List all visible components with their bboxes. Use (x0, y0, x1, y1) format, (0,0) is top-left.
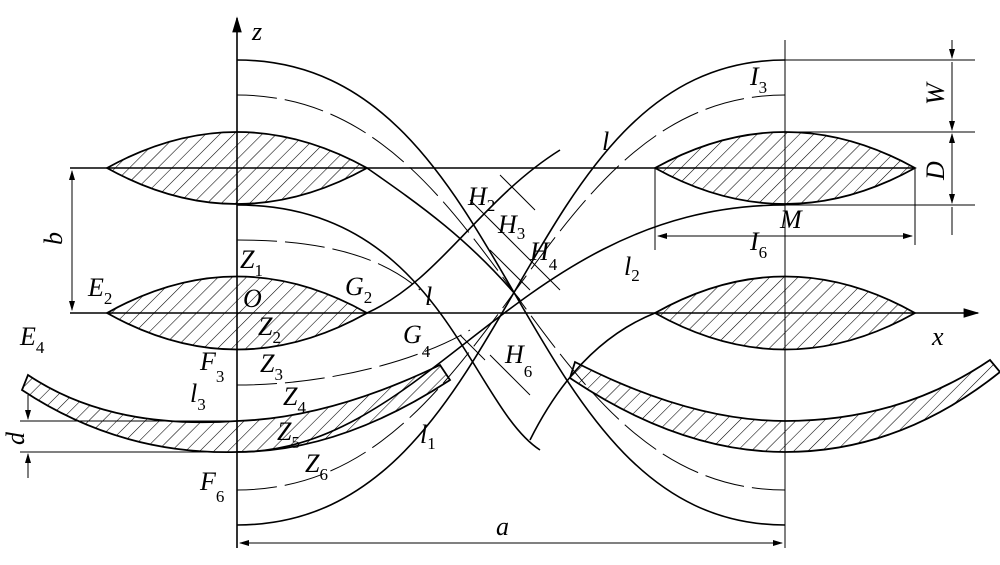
label-H3: H3 (497, 210, 525, 243)
label-Z4: Z4 (283, 382, 306, 417)
label-l1: l1 (420, 420, 436, 453)
normal-mid (489, 249, 531, 291)
label-E2: E2 (87, 273, 112, 308)
origin-label: O (243, 284, 262, 313)
label-Z5: Z5 (277, 417, 300, 452)
label-Z1: Z1 (240, 245, 263, 280)
label-H4: H4 (529, 237, 558, 274)
label-F3: F3 (199, 347, 224, 386)
label-M: M (779, 205, 803, 234)
lens-upper-right (653, 131, 917, 205)
label-I3: I3 (749, 62, 767, 97)
dim-W-label: W (921, 81, 950, 105)
normal-h6 (489, 354, 531, 396)
label-I6: I6 (749, 227, 767, 262)
label-Z3: Z3 (260, 349, 283, 384)
dim-small-d-label: d (1, 431, 30, 445)
label-H6: H6 (504, 340, 532, 381)
x-axis-label: x (931, 322, 944, 351)
label-l-mid: l (425, 282, 432, 311)
dim-a-label: a (496, 512, 509, 541)
label-F6: F6 (199, 467, 224, 506)
label-H2: H2 (467, 182, 495, 215)
label-Z2: Z2 (258, 312, 281, 347)
up-band-inner (236, 204, 786, 453)
normal-h2-h4 (469, 199, 561, 291)
centerline-up (236, 94, 786, 491)
lower-lens-tail (366, 149, 561, 314)
dim-D-label: D (921, 161, 950, 181)
normal-top (499, 174, 536, 211)
centerline-z3 (236, 329, 471, 386)
dim-b-label: b (39, 232, 68, 245)
label-l2: l2 (624, 252, 640, 285)
label-l-top: l (602, 127, 609, 156)
centerline-z1 (236, 239, 421, 291)
label-l3: l3 (190, 379, 206, 414)
upper-lens-tail (366, 167, 521, 301)
down-band-inner (236, 204, 541, 451)
label-G4: G4 (403, 320, 431, 361)
label-G2: G2 (345, 272, 372, 307)
subscripted-labels: l1 l2 l3 I3 I6 H2 H3 H4 H6 G2 G4 E2 E4 F… (19, 62, 767, 506)
hatched-band-left (20, 363, 452, 454)
normal-g4 (459, 334, 486, 361)
label-Z6: Z6 (305, 449, 328, 484)
label-E4: E4 (19, 322, 45, 357)
right-lens-tail (529, 312, 656, 441)
z-axis-label: z (251, 17, 262, 46)
